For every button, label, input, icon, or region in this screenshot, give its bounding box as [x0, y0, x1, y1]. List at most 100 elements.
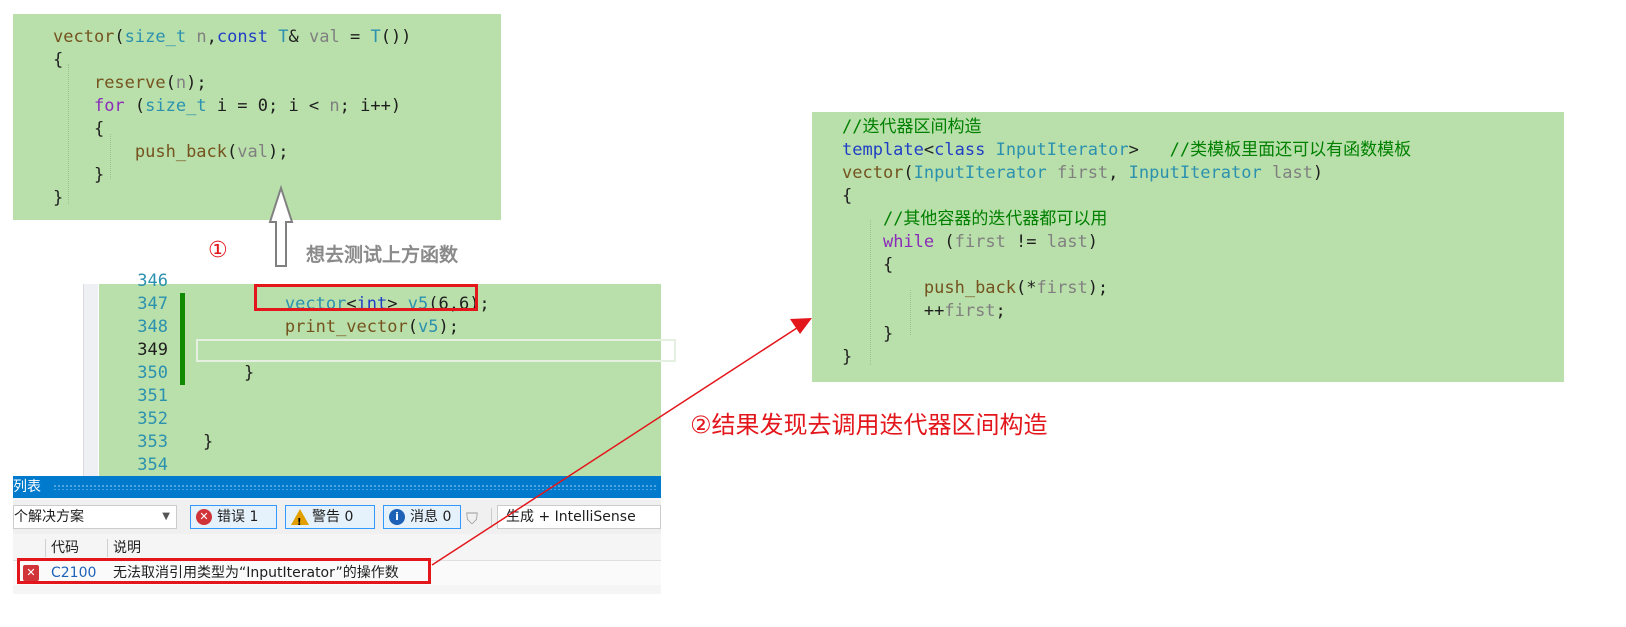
code-line: ++first; [842, 300, 1006, 323]
code-token: = [339, 27, 371, 47]
code-token: for [93, 96, 125, 116]
build-filter-dropdown[interactable]: 生成 + IntelliSense [497, 505, 661, 529]
code-token: while [882, 232, 935, 252]
code-token: vector [53, 27, 115, 47]
code-token: T [370, 27, 381, 47]
messages-label: 消息 0 [410, 509, 452, 525]
code-line: push_back(val); [53, 141, 289, 164]
up-arrow-icon [268, 184, 294, 267]
code-token: InputIterator [913, 163, 1047, 183]
code-token: ); [1087, 278, 1109, 298]
code-token: ); [267, 142, 289, 162]
code-token: } [842, 324, 894, 344]
code-token: val [237, 142, 268, 162]
code-token: ); [438, 317, 459, 337]
annotation-number-1: ① [208, 238, 228, 263]
code-token: > [387, 294, 408, 314]
error-list-toolbar: 个解决方案 ▼ ✕ 错误 1 ! 警告 0 i 消息 0 ⛉ 生成 + Inte… [13, 500, 661, 534]
code-line: } [842, 346, 852, 369]
code-token: ( [903, 163, 914, 183]
code-line: vector(InputIterator first, InputIterato… [842, 162, 1323, 185]
code-token: != [1005, 232, 1047, 252]
code-token: last [1271, 163, 1313, 183]
code-token: } [203, 432, 214, 452]
change-bar [180, 293, 185, 385]
code-token: vector [842, 163, 904, 183]
code-token: T [278, 27, 289, 47]
filter-icon[interactable]: ⛉ [466, 509, 479, 528]
line-number: 347 [137, 294, 168, 314]
code-token: ( [227, 142, 238, 162]
error-code-link[interactable]: C2100 [51, 565, 97, 581]
messages-filter-button[interactable]: i 消息 0 [383, 505, 461, 529]
code-token: first [1036, 278, 1088, 298]
code-token: i = 0; i < [206, 96, 330, 116]
build-filter-label: 生成 + IntelliSense [506, 509, 636, 525]
warnings-filter-button[interactable]: ! 警告 0 [285, 505, 375, 529]
code-token: { [842, 186, 853, 206]
code-token: print_vector [284, 317, 408, 337]
code-token: ; [995, 301, 1006, 321]
errors-filter-button[interactable]: ✕ 错误 1 [190, 505, 277, 529]
annotation-text-1: 想去测试上方函数 [306, 244, 459, 266]
code-token: ) [1312, 163, 1324, 183]
code-token: & [288, 27, 310, 47]
error-icon: ✕ [196, 509, 212, 525]
line-number: 348 [137, 317, 168, 337]
code-token: reserve [93, 73, 166, 93]
code-token: n [175, 73, 187, 93]
code-line: { [53, 49, 63, 72]
error-list-panel: 列表 个解决方案 ▼ ✕ 错误 1 ! 警告 0 i 消息 0 ⛉ 生成 + I… [13, 476, 661, 594]
code-token: , [206, 27, 217, 47]
column-description-header[interactable]: 说明 [113, 540, 141, 556]
line-number: 349 [137, 340, 168, 360]
chevron-down-icon: ▼ [162, 511, 170, 522]
code-token: > [1128, 140, 1170, 160]
code-token: } [203, 363, 255, 383]
code-token: size_t [124, 27, 187, 47]
code-token: //类模板里面还可以有函数模板 [1169, 140, 1412, 160]
scope-label: 个解决方案 [14, 509, 84, 525]
error-icon: ✕ [23, 565, 39, 581]
code-token: n [196, 27, 207, 47]
current-line-highlight [196, 339, 676, 362]
scope-dropdown[interactable]: 个解决方案 ▼ [13, 505, 177, 529]
code-token: ++ [842, 301, 945, 321]
line-number: 352 [137, 409, 168, 429]
code-line: while (first != last) [842, 231, 1098, 254]
code-line: { [842, 254, 893, 277]
code-token: //迭代器区间构造 [842, 117, 982, 137]
code-line: } [842, 323, 893, 346]
code-token: ( [165, 73, 176, 93]
toolbar-divider [491, 508, 492, 528]
highlight-box-error [17, 558, 431, 584]
code-token: first [954, 232, 1006, 252]
code-token: < [923, 140, 935, 160]
code-token: //其他容器的迭代器都可以用 [882, 209, 1108, 229]
code-line: vector(size_t n,const T& val = T()) [53, 26, 411, 49]
code-token: ( [407, 317, 418, 337]
code-line: } [203, 431, 213, 454]
code-token: ( [114, 27, 125, 47]
code-token: ; i++) [339, 96, 402, 116]
column-code-header[interactable]: 代码 [51, 540, 79, 556]
code-token: first [944, 301, 996, 321]
error-list-title: 列表 [13, 479, 41, 495]
code-token: } [53, 165, 105, 185]
code-line: { [842, 185, 852, 208]
code-token: { [53, 50, 64, 70]
code-token: ( [124, 96, 146, 116]
line-number: 354 [137, 455, 168, 475]
code-token: { [53, 119, 105, 139]
code-token: last [1046, 232, 1088, 252]
code-token: push_back [134, 142, 228, 162]
code-line: push_back(*first); [842, 277, 1108, 300]
annotation-text-2: ②结果发现去调用迭代器区间构造 [690, 411, 1048, 439]
code-token: ); [186, 73, 207, 93]
warning-icon: ! [291, 509, 309, 528]
code-line: //其他容器的迭代器都可以用 [842, 208, 1107, 231]
editor-margin [13, 284, 99, 476]
code-line: } [53, 164, 104, 187]
